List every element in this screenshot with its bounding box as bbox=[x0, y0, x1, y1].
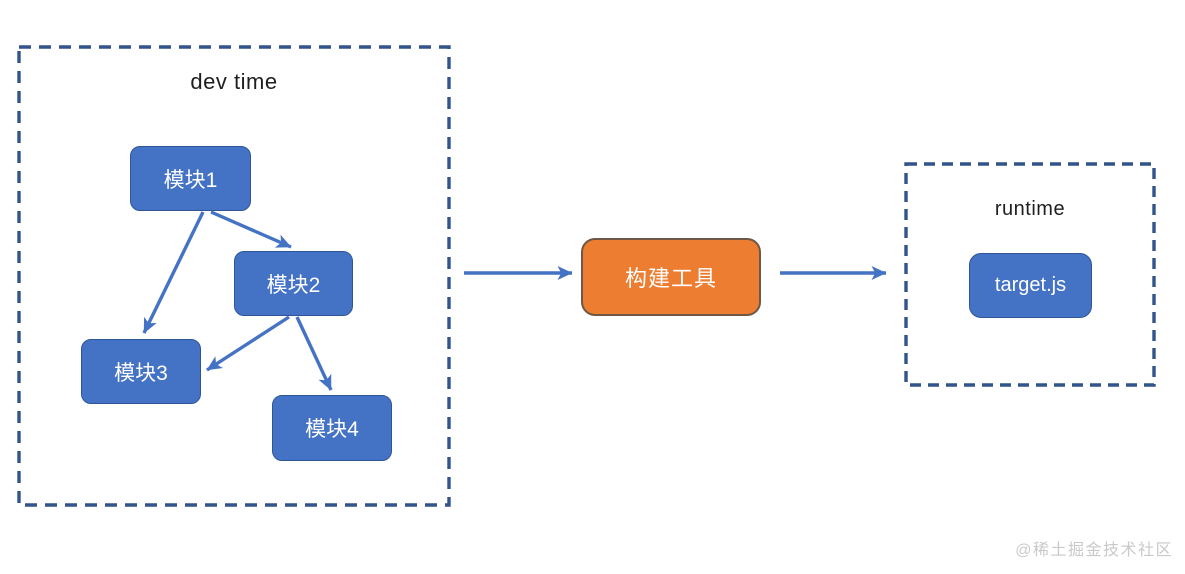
arrow-module2-to-module4 bbox=[295, 316, 333, 391]
dev-time-boundary bbox=[17, 45, 451, 507]
node-module-1: 模块1 bbox=[130, 146, 251, 211]
node-module-4: 模块4 bbox=[272, 395, 392, 461]
node-module-3: 模块3 bbox=[81, 339, 201, 404]
runtime-label: runtime bbox=[994, 198, 1066, 220]
node-module-4-label: 模块4 bbox=[305, 418, 359, 441]
arrow-module2-to-module3 bbox=[206, 315, 290, 372]
node-build-tool-label: 构建工具 bbox=[624, 266, 717, 291]
watermark: @稀土掘金技术社区 bbox=[1015, 542, 1173, 559]
node-module-2: 模块2 bbox=[234, 251, 353, 316]
node-module-1-label: 模块1 bbox=[163, 168, 218, 192]
node-module-3-label: 模块3 bbox=[114, 361, 168, 385]
node-target-js: target.js bbox=[969, 253, 1092, 318]
node-target-js-label: target.js bbox=[994, 274, 1067, 296]
arrow-module1-to-module2 bbox=[210, 210, 292, 249]
dev-time-label: dev time bbox=[190, 69, 278, 94]
node-module-2-label: 模块2 bbox=[266, 273, 321, 297]
arrow-module1-to-module3 bbox=[142, 211, 205, 334]
node-build-tool: 构建工具 bbox=[581, 238, 761, 316]
